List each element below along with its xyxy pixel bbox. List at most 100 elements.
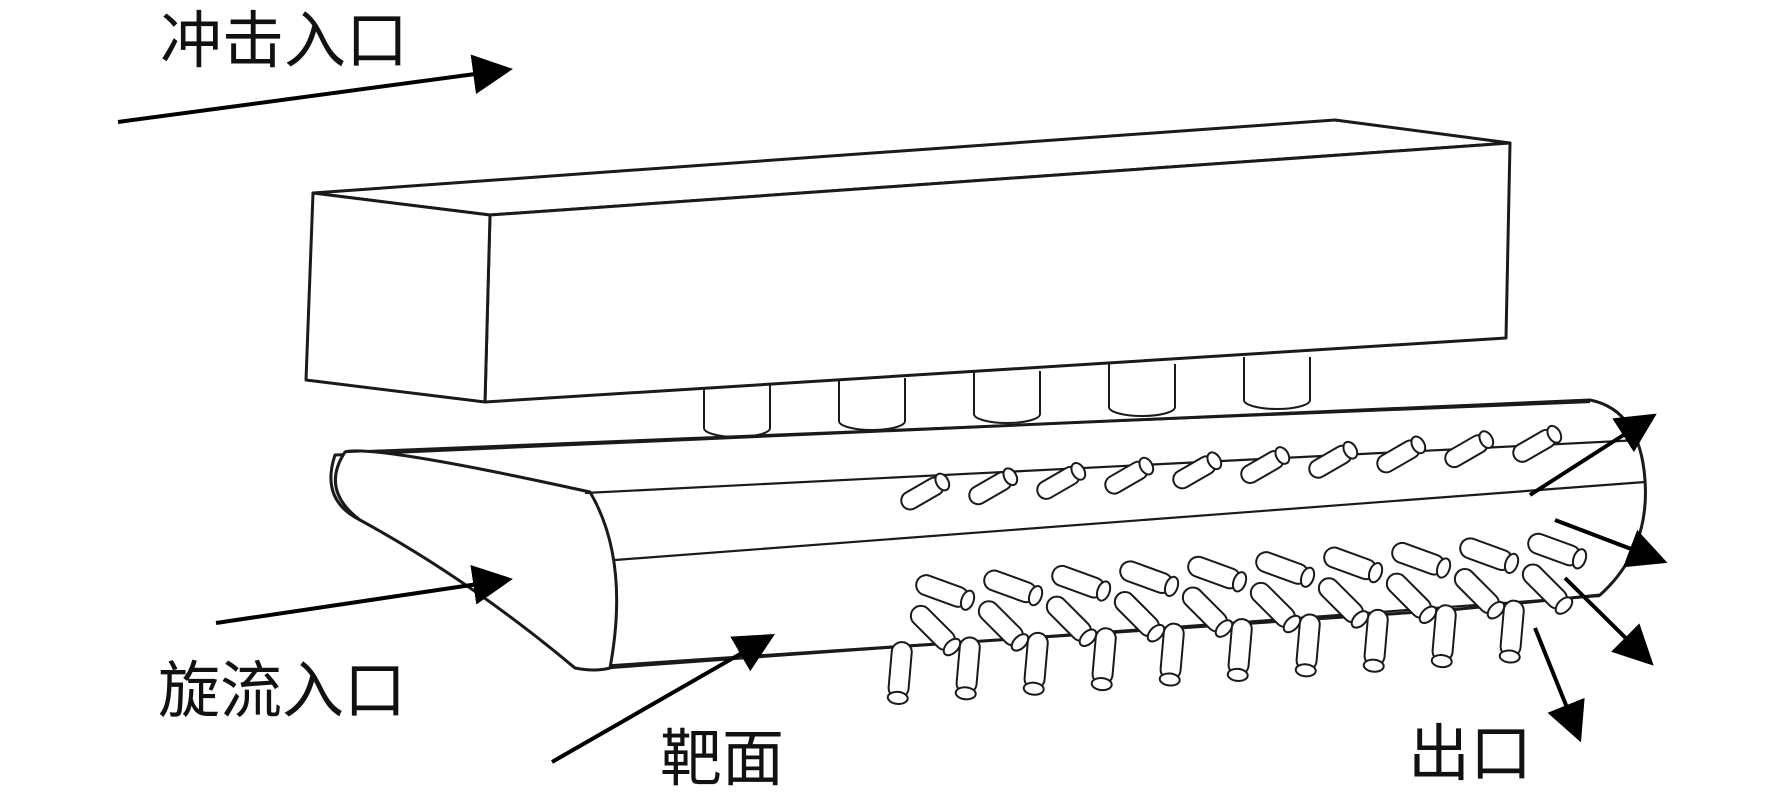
lower-film-hole-c-end	[1022, 681, 1045, 696]
lower-film-hole-row-b	[1317, 577, 1370, 629]
upper-film-holes	[900, 424, 1563, 511]
swirl-inlet-arrow	[215, 564, 513, 625]
outlet-label: 出口	[1408, 717, 1532, 790]
impact-nozzles	[703, 357, 1311, 438]
lower-film-hole-row-b	[1181, 586, 1234, 638]
lower-film-hole-b-end	[1486, 600, 1506, 620]
impact-nozzle	[1108, 364, 1176, 417]
lower-film-hole-c-body	[1499, 599, 1525, 658]
lower-film-hole-b-end	[1214, 619, 1234, 638]
target-surface-label: 靶面	[660, 722, 784, 795]
lower-film-hole-b-end	[1282, 614, 1302, 634]
lower-film-hole-c-body	[1091, 627, 1117, 686]
upper-film-hole	[1444, 430, 1495, 469]
lower-film-hole-row-c	[886, 641, 913, 705]
upper-film-hole-end	[1070, 462, 1087, 481]
upper-film-hole-end	[1002, 467, 1019, 487]
lower-film-hole-a-end	[1503, 552, 1520, 575]
lower-film-hole-row-b	[909, 604, 962, 657]
lower-film-hole-row-c	[1226, 618, 1253, 682]
outlet-arrow-1	[1528, 413, 1657, 497]
lower-film-hole-row-b	[1385, 572, 1438, 625]
lower-film-hole-row-b	[1045, 595, 1098, 648]
lower-film-hole-b-end	[1554, 596, 1574, 615]
lower-film-hole-row-a	[1459, 537, 1520, 575]
lower-film-hole-row-a	[1187, 555, 1248, 593]
lower-film-hole-row-b	[1113, 591, 1166, 643]
outlet-arrow-4	[1533, 627, 1585, 743]
impact-nozzle	[1243, 357, 1311, 410]
lower-film-hole-b-end	[1010, 633, 1030, 652]
lower-film-hole-c-end	[1090, 677, 1113, 692]
lower-film-hole-row-a	[1527, 532, 1588, 570]
upper-film-hole-end	[1274, 446, 1291, 465]
lower-film-hole-c-end	[886, 690, 909, 705]
impact-nozzle-body	[838, 378, 906, 431]
lower-film-hole-c-body	[1159, 622, 1185, 681]
lower-film-hole-a-end	[959, 589, 976, 611]
lower-film-hole-c-end	[954, 686, 977, 701]
upper-film-hole	[1308, 440, 1359, 479]
impact-nozzle	[703, 385, 771, 438]
upper-film-hole	[900, 472, 951, 511]
upper-film-hole-end	[1546, 424, 1563, 444]
lower-film-hole-b-end	[1350, 610, 1370, 629]
upper-film-hole-end	[1342, 440, 1359, 460]
lower-film-hole-b-end	[1146, 623, 1166, 643]
upper-film-hole-end	[1478, 430, 1495, 449]
lower-film-hole-row-b	[1521, 563, 1574, 615]
outlet-arrow-2	[1554, 518, 1668, 568]
impingement-plenum	[304, 118, 1512, 404]
lower-film-hole-row-a	[1323, 546, 1384, 584]
lower-film-hole-a-end	[1299, 566, 1316, 588]
impact-inlet-arrow	[117, 54, 513, 124]
upper-film-hole	[1512, 424, 1563, 463]
lower-film-hole-row-c	[1294, 613, 1321, 678]
lower-film-hole-row-c	[1430, 604, 1457, 669]
upper-film-hole-end	[1138, 456, 1155, 476]
impact-nozzle-body	[1108, 364, 1176, 417]
lower-film-hole-row-a	[1119, 560, 1180, 598]
plenum-side-face	[304, 191, 492, 404]
lower-film-hole-row-c	[1158, 622, 1185, 687]
impact-nozzle-body	[973, 371, 1041, 424]
lower-film-hole-a-end	[1571, 548, 1588, 570]
lower-film-hole-c-body	[955, 636, 981, 695]
upper-film-hole-end	[934, 472, 951, 492]
swirl-inlet-label: 旋流入口	[158, 654, 406, 727]
lower-film-hole-a-end	[1435, 557, 1452, 579]
upper-film-hole	[1240, 446, 1291, 484]
outlet-arrow-3	[1563, 576, 1654, 666]
lower-film-hole-row-c	[954, 636, 981, 701]
upper-film-hole	[1172, 451, 1223, 490]
lower-film-hole-row-a	[983, 569, 1044, 607]
lower-film-hole-c-body	[1363, 608, 1389, 667]
lower-film-hole-c-body	[1431, 604, 1457, 663]
lower-film-hole-c-body	[1227, 618, 1253, 676]
lower-film-hole-row-a	[915, 574, 976, 611]
lower-film-hole-c-body	[1023, 631, 1049, 690]
upper-film-hole-end	[1206, 451, 1223, 471]
lower-film-hole-row-b	[1249, 581, 1302, 634]
lower-film-hole-b-end	[1078, 628, 1098, 648]
lower-film-holes	[886, 532, 1588, 705]
channel-mid-seam	[614, 480, 1646, 562]
lower-film-hole-row-b	[977, 600, 1030, 652]
lower-film-hole-c-end	[1362, 658, 1385, 673]
lower-film-hole-row-c	[1022, 631, 1049, 696]
lower-film-hole-row-a	[1255, 551, 1316, 588]
lower-film-hole-a-end	[1163, 575, 1180, 598]
lower-film-hole-a-end	[1231, 571, 1248, 593]
lower-film-hole-a-end	[1367, 561, 1384, 584]
lower-film-hole-row-a	[1051, 564, 1112, 602]
impact-nozzle-body	[703, 385, 771, 438]
upper-film-hole	[1376, 435, 1427, 474]
lower-film-hole-row-c	[1090, 627, 1117, 692]
channel-top-seam	[344, 400, 1591, 454]
lower-film-hole-c-body	[887, 641, 913, 699]
impact-nozzle	[838, 378, 906, 431]
lower-film-hole-row-a	[1391, 541, 1452, 579]
channel-end-face	[333, 449, 619, 672]
lower-film-hole-c-end	[1158, 672, 1181, 687]
